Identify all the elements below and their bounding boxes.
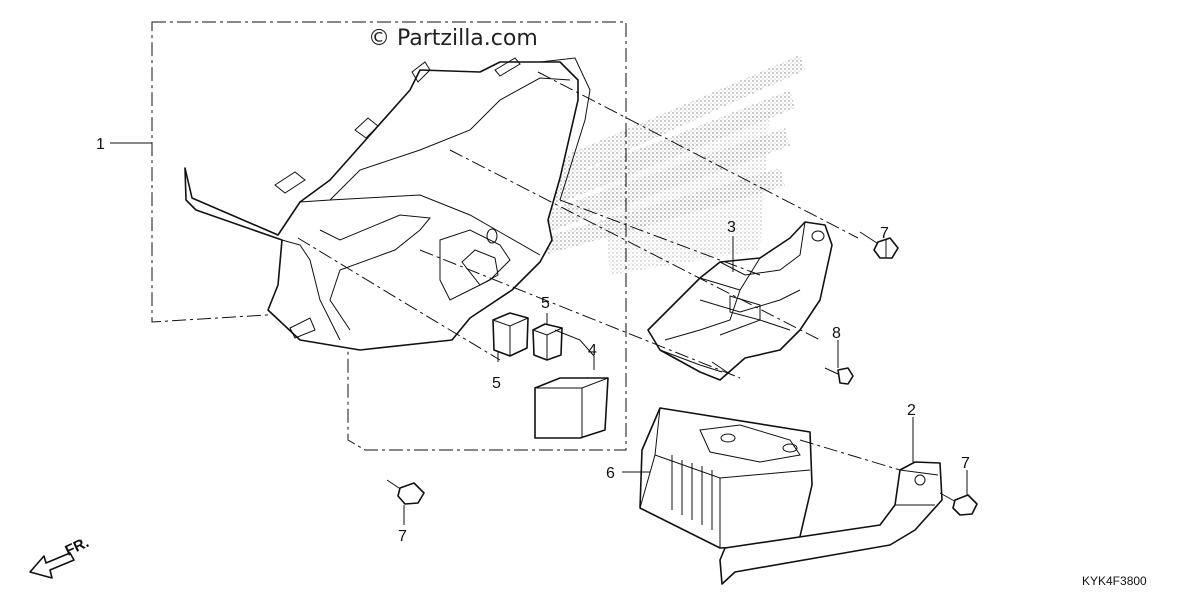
bolt-7-right xyxy=(939,492,978,516)
screw-8 xyxy=(824,367,854,385)
assembly-outline xyxy=(151,21,627,451)
callout-2: 2 xyxy=(907,402,916,419)
front-label: FR. xyxy=(63,534,92,560)
callout-7-upper: 7 xyxy=(880,225,889,242)
watermark-text: © Partzilla.com xyxy=(368,26,538,51)
alignment-lines xyxy=(297,71,901,471)
pad-5-right xyxy=(532,323,563,361)
cushion-block-4 xyxy=(534,377,609,439)
battery-strap-2 xyxy=(719,461,943,585)
callout-5-upper: 5 xyxy=(541,295,550,312)
callout-1: 1 xyxy=(96,136,105,153)
battery-box-housing xyxy=(184,57,591,351)
wing-logo-watermark xyxy=(500,55,805,275)
bolt-7-upper-right xyxy=(859,231,899,259)
diagram-code: KYK4F3800 xyxy=(1082,574,1147,588)
bracket-3 xyxy=(647,221,833,381)
battery-6 xyxy=(639,407,813,549)
callouts: 1 2 3 4 5 5 6 7 7 7 8 xyxy=(96,136,970,545)
callout-4: 4 xyxy=(588,342,597,359)
callout-6: 6 xyxy=(606,465,615,482)
callout-7-right: 7 xyxy=(961,455,970,472)
front-direction-indicator: FR. xyxy=(29,534,92,579)
pad-5-left xyxy=(492,312,529,357)
callout-7-lower: 7 xyxy=(398,528,407,545)
leader-lines xyxy=(110,142,968,525)
callout-5-lower: 5 xyxy=(492,375,501,392)
bolt-7-lower-left xyxy=(386,479,425,505)
arrow-down-left-icon xyxy=(29,552,75,579)
callout-3: 3 xyxy=(727,219,736,236)
callout-8: 8 xyxy=(832,325,841,342)
